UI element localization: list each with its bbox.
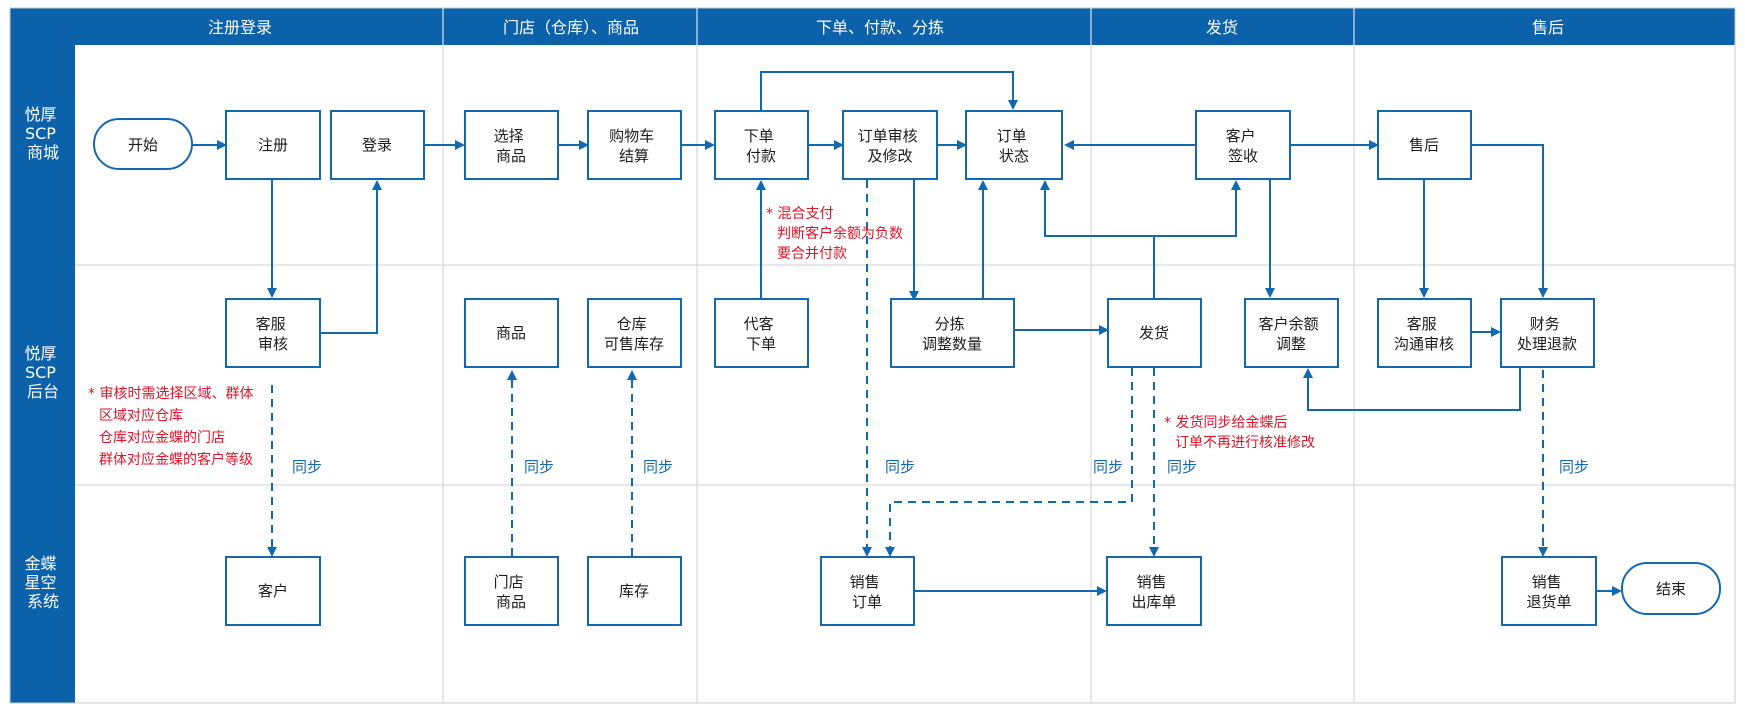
order-status-box: 订单 状态 xyxy=(965,110,1063,180)
svg-text:登录: 登录 xyxy=(362,136,392,154)
svg-text:代客 下单: 代客 下单 xyxy=(744,315,779,353)
edge-ship-status-receipt xyxy=(1153,180,1241,298)
select-goods-box: 选择 商品 xyxy=(464,110,559,180)
end-terminal: 结束 xyxy=(1621,562,1721,615)
svg-text:购物车 结算: 购物车 结算 xyxy=(609,127,659,165)
sync-label-store-goods: 同步 xyxy=(524,458,554,476)
edge-aftersales-finance xyxy=(1471,144,1548,298)
sync-label-customer: 同步 xyxy=(292,458,322,476)
svg-text:销售 订单: 销售 订单 xyxy=(850,573,885,611)
ship-box: 发货 xyxy=(1107,298,1202,368)
sync-label-ship-outbound: 同步 xyxy=(1167,458,1197,476)
header-dividers xyxy=(442,8,1355,45)
edge-csreview-login xyxy=(320,180,382,334)
sales-return-box: 销售 退货单 xyxy=(1501,556,1597,626)
svg-text:结束: 结束 xyxy=(1656,580,1686,598)
svg-text:选择 商品: 选择 商品 xyxy=(494,127,529,165)
customer-receipt-box: 客户 签收 xyxy=(1195,110,1291,180)
grid-lines xyxy=(75,8,1735,703)
cs-comm-review-box: 客服 沟通审核 xyxy=(1377,298,1472,368)
svg-text:客户余额 调整: 客户余额 调整 xyxy=(1259,315,1324,353)
after-sales-box: 售后 xyxy=(1377,110,1472,180)
login-box: 登录 xyxy=(330,110,425,180)
svg-text:财务 处理退款: 财务 处理退款 xyxy=(1517,315,1577,353)
edge-ship-status-left xyxy=(1040,180,1154,237)
phase-title-store-goods: 门店（仓库）、商品 xyxy=(503,18,639,37)
cs-review-box: 客服 审核 xyxy=(225,298,321,368)
svg-text:客户 签收: 客户 签收 xyxy=(1226,127,1261,165)
svg-text:销售 出库单: 销售 出库单 xyxy=(1131,573,1176,611)
proxy-order-box: 代客 下单 xyxy=(714,298,809,368)
sync-label-inventory: 同步 xyxy=(643,458,673,476)
sales-outbound-box: 销售 出库单 xyxy=(1106,556,1202,626)
svg-text:客户: 客户 xyxy=(258,582,288,600)
store-goods-box: 门店 商品 xyxy=(464,556,559,626)
note-mixed-payment: * 混合支付 判断客户余额为负数 要合并付款 xyxy=(766,206,907,262)
edge-order-to-status-top xyxy=(760,71,1018,111)
start-terminal: 开始 xyxy=(93,118,193,170)
edge-finance-balance xyxy=(1303,368,1521,411)
cart-checkout-box: 购物车 结算 xyxy=(587,110,682,180)
svg-text:开始: 开始 xyxy=(128,136,158,154)
phase-title-register-login: 注册登录 xyxy=(208,18,272,37)
phase-header-band xyxy=(10,8,1735,45)
svg-text:下单 付款: 下单 付款 xyxy=(744,127,779,165)
sync-label-sales-order: 同步 xyxy=(885,458,915,476)
svg-text:订单审核 及修改: 订单审核 及修改 xyxy=(858,127,923,165)
lane-label-column xyxy=(10,45,75,703)
svg-text:售后: 售后 xyxy=(1409,136,1439,154)
order-pay-box: 下单 付款 xyxy=(714,110,809,180)
sales-order-box: 销售 订单 xyxy=(820,556,915,626)
customer-box: 客户 xyxy=(225,556,321,626)
sync-label-ship-salesorder: 同步 xyxy=(1093,458,1123,476)
finance-refund-box: 财务 处理退款 xyxy=(1500,298,1595,368)
svg-text:订单 状态: 订单 状态 xyxy=(997,127,1032,165)
svg-text:客服 沟通审核: 客服 沟通审核 xyxy=(1394,315,1454,353)
edge-sync-ship-salesorder xyxy=(885,368,1133,557)
svg-text:销售 退货单: 销售 退货单 xyxy=(1526,573,1571,611)
order-review-box: 订单审核 及修改 xyxy=(842,110,938,180)
note-ship-sync: * 发货同步给金蝶后 订单不再进行核准修改 xyxy=(1164,414,1315,451)
phase-title-order-pay-sort: 下单、付款、分拣 xyxy=(816,18,944,37)
lane-label-scp-mall: 悦厚 SCP 商城 xyxy=(24,105,61,162)
phase-title-after-sales: 售后 xyxy=(1532,18,1564,37)
phase-title-shipping: 发货 xyxy=(1206,18,1238,37)
register-box: 注册 xyxy=(225,110,321,180)
edges xyxy=(192,71,1622,596)
lane-label-scp-backend: 悦厚 SCP 后台 xyxy=(24,344,61,401)
diagram-frame xyxy=(9,7,1736,704)
sync-label-refund-return: 同步 xyxy=(1559,458,1589,476)
svg-text:门店 商品: 门店 商品 xyxy=(494,573,529,611)
svg-text:库存: 库存 xyxy=(619,582,649,600)
svg-text:客服 审核: 客服 审核 xyxy=(256,315,291,353)
svg-text:发货: 发货 xyxy=(1139,324,1169,342)
svg-text:分拣 调整数量: 分拣 调整数量 xyxy=(922,315,982,353)
svg-text:仓库 可售库存: 仓库 可售库存 xyxy=(604,315,664,353)
sort-adjust-box: 分拣 调整数量 xyxy=(890,298,1015,368)
svg-text:注册: 注册 xyxy=(258,136,288,154)
balance-adjust-box: 客户余额 调整 xyxy=(1244,298,1339,368)
warehouse-stock-box: 仓库 可售库存 xyxy=(587,298,682,368)
inventory-box: 库存 xyxy=(587,556,682,626)
svg-text:商品: 商品 xyxy=(496,324,526,342)
lane-label-kingdee: 金蝶 星空 系统 xyxy=(24,554,61,611)
goods-box: 商品 xyxy=(464,298,559,368)
note-review-region: * 审核时需选择区域、群体 区域对应仓库 仓库对应金蝶的门店 群体对应金蝶的客户… xyxy=(88,386,258,468)
